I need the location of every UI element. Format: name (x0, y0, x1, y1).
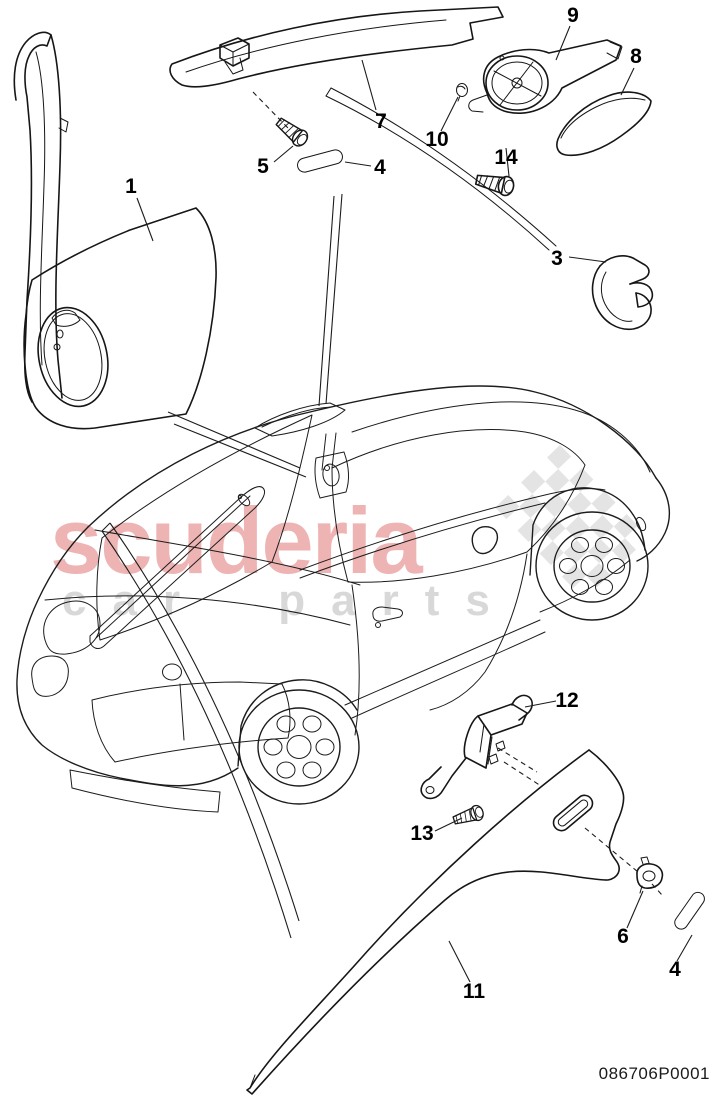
part-8-trim-cover (556, 91, 652, 157)
callout-7[interactable]: 7 (375, 110, 387, 133)
callout-13[interactable]: 13 (410, 822, 434, 845)
grommet-part-10 (456, 83, 468, 102)
callout-3[interactable]: 3 (551, 247, 563, 270)
callout-6[interactable]: 6 (617, 925, 629, 948)
part-3-spring-clip (591, 255, 654, 331)
pillar-trim-in-place (254, 402, 349, 499)
callout-12[interactable]: 12 (555, 689, 579, 712)
callout-10[interactable]: 10 (425, 128, 449, 151)
callout-11[interactable]: 11 (462, 980, 486, 1003)
part-7-roof-rail-trim (169, 6, 504, 88)
front-wheel (238, 689, 360, 805)
windshield-trim-in-place (89, 486, 266, 650)
car-outline-drawing (16, 385, 671, 813)
screw-part-5 (272, 113, 312, 150)
rear-wheel (535, 511, 649, 621)
leader-lines (101, 25, 693, 983)
diagram-code: 086706P0001 (598, 1064, 710, 1083)
part-1-quarter-trim-panel (13, 31, 217, 430)
part-11-a-pillar-trim (246, 749, 625, 1095)
part-9-speaker-housing (468, 39, 623, 115)
callout-14[interactable]: 14 (494, 146, 518, 169)
bolt-part-13 (451, 803, 486, 829)
pad-part-4-top (297, 149, 343, 173)
watermark-subtitle-text: car parts (62, 576, 516, 625)
windshield-strip-loose (325, 87, 557, 251)
callout-4-bottom[interactable]: 4 (669, 958, 681, 981)
pad-part-4-bottom (674, 891, 705, 930)
watermark-checkered-flag (495, 445, 638, 589)
dashed-assembly-lines (252, 91, 664, 897)
callout-9[interactable]: 9 (567, 4, 579, 27)
callout-5[interactable]: 5 (257, 155, 269, 178)
part-12-bracket (420, 694, 533, 800)
callout-4-top[interactable]: 4 (374, 156, 386, 179)
callout-1[interactable]: 1 (125, 175, 137, 198)
nut-part-6 (636, 856, 664, 894)
callout-8[interactable]: 8 (630, 45, 642, 68)
